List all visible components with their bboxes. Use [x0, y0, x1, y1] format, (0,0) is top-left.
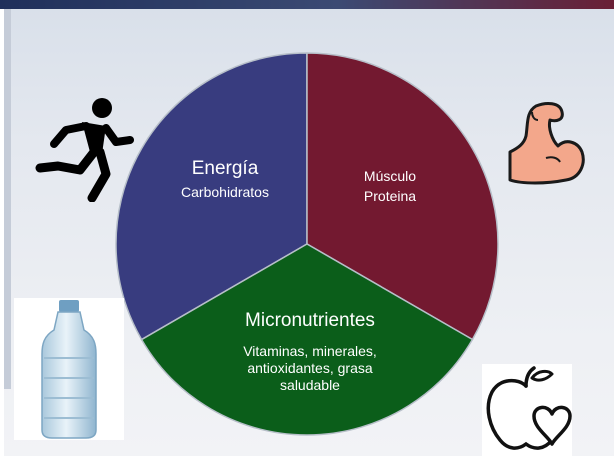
- musculo-subtitle: Proteina: [363, 188, 417, 204]
- pie-segment-micronutrientes: [140, 243, 474, 436]
- pie-segment-energia: [115, 52, 308, 341]
- slide-left-edge: [4, 9, 11, 389]
- micronutrientes-title: Micronutrientes: [245, 310, 375, 331]
- flexed-bicep-icon: [502, 100, 588, 192]
- running-person-icon: [30, 96, 134, 203]
- energia-title: Energía: [191, 158, 259, 179]
- apple-heart-icon: [482, 364, 572, 456]
- energia-subtitle: Carbohidratos: [181, 184, 269, 200]
- musculo-title: Músculo: [363, 168, 417, 184]
- pie-segment-musculo: [306, 52, 499, 341]
- water-bottle-icon: [14, 298, 124, 440]
- slide-top-bar: [0, 0, 614, 9]
- micronutrientes-description: Vitaminas, minerales, antioxidantes, gra…: [243, 343, 377, 393]
